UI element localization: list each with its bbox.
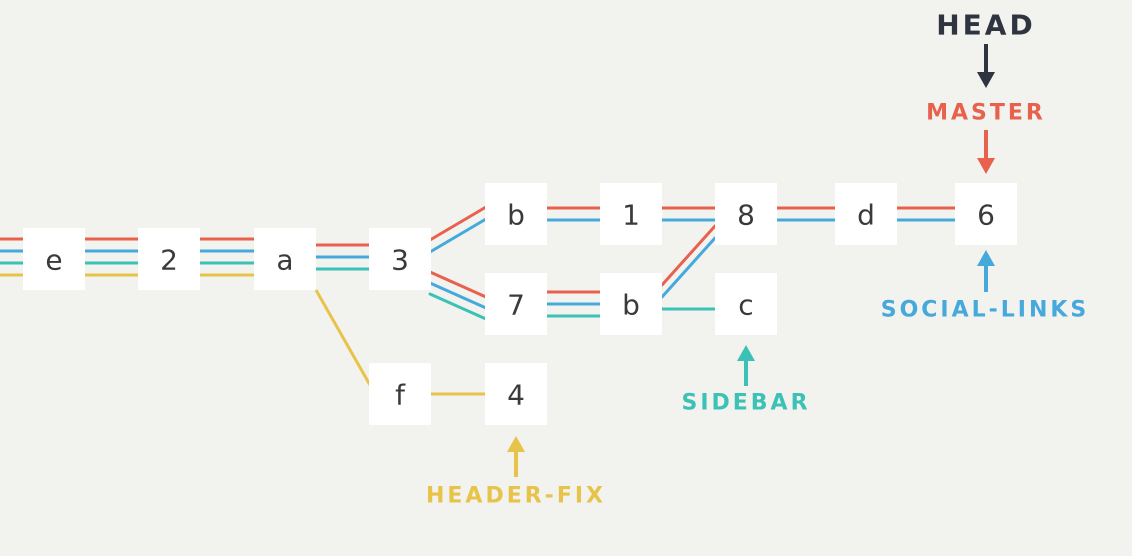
master-arrow <box>977 130 995 174</box>
commit-node: 8 <box>715 183 777 245</box>
commit-box <box>600 183 662 245</box>
edge-b2-8 <box>660 224 717 287</box>
commit-box <box>485 273 547 335</box>
commit-node: b <box>600 273 662 335</box>
edge-3-7 <box>428 292 488 321</box>
commit-box <box>715 273 777 335</box>
commit-label: f <box>395 379 406 412</box>
edge-3-b1 <box>428 205 488 242</box>
commit-node: 2 <box>138 228 200 290</box>
commit-label: c <box>738 289 753 322</box>
commit-box <box>138 228 200 290</box>
commit-node: 1 <box>600 183 662 245</box>
edge-3-7 <box>428 270 488 299</box>
edge-3-b1 <box>428 217 488 254</box>
social-links-arrow <box>977 250 995 292</box>
commit-label: 1 <box>622 199 640 232</box>
commit-label: 8 <box>737 199 755 232</box>
commit-box <box>485 183 547 245</box>
header-fix-arrow <box>507 436 525 477</box>
commit-node: a <box>254 228 316 290</box>
commit-label: b <box>507 199 525 232</box>
commit-box <box>369 228 431 290</box>
sidebar-arrow <box>737 345 755 386</box>
commit-node: d <box>835 183 897 245</box>
commit-label: a <box>276 244 293 277</box>
commit-label: e <box>45 244 62 277</box>
commit-box <box>254 228 316 290</box>
commit-box <box>369 363 431 425</box>
commit-label: 3 <box>391 244 409 277</box>
commit-node: 3 <box>369 228 431 290</box>
commit-nodes: e 2 a 3 b 1 8 d 6 7 b c f 4 <box>23 183 1017 425</box>
commit-label: d <box>857 199 875 232</box>
commit-box <box>485 363 547 425</box>
head-arrow <box>977 44 995 88</box>
commit-node: 4 <box>485 363 547 425</box>
header-fix-label: HEADER-FIX <box>426 484 606 509</box>
commit-label: 2 <box>160 244 178 277</box>
commit-node: 7 <box>485 273 547 335</box>
commit-box <box>955 183 1017 245</box>
master-label: MASTER <box>926 101 1046 126</box>
edge-b2-8 <box>660 236 717 299</box>
commit-node: e <box>23 228 85 290</box>
commit-box <box>600 273 662 335</box>
commit-box <box>715 183 777 245</box>
commit-label: b <box>622 289 640 322</box>
commit-node: b <box>485 183 547 245</box>
edge-3-7 <box>428 281 488 310</box>
commit-box <box>23 228 85 290</box>
commit-label: 4 <box>507 379 525 412</box>
commit-node: 6 <box>955 183 1017 245</box>
commit-label: 6 <box>977 199 995 232</box>
commit-box <box>835 183 897 245</box>
head-label: HEAD <box>936 9 1035 42</box>
commit-node: f <box>369 363 431 425</box>
sidebar-label: SIDEBAR <box>681 391 810 416</box>
social-links-label: SOCIAL-LINKS <box>881 298 1090 323</box>
commit-label: 7 <box>507 289 525 322</box>
commit-node: c <box>715 273 777 335</box>
